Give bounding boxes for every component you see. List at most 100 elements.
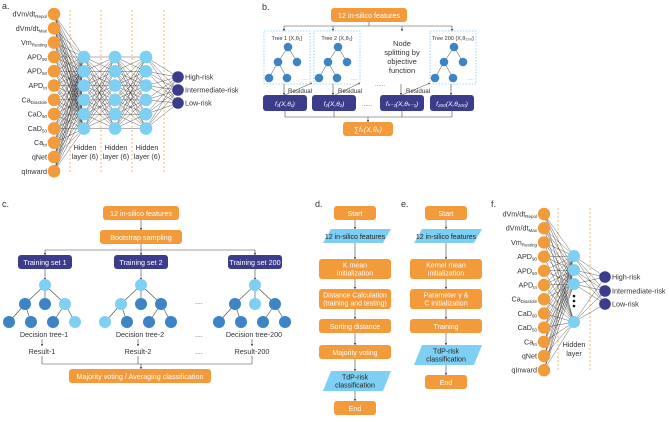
edge xyxy=(53,56,85,100)
input-label-subscript: Resting xyxy=(32,43,48,48)
terminal-box xyxy=(425,206,467,220)
input-label: qInward xyxy=(511,366,537,375)
decision-tree-node xyxy=(249,298,261,310)
hidden-node xyxy=(568,264,580,276)
input-label-main: Ca xyxy=(524,337,533,346)
terminal-box xyxy=(425,375,467,389)
decision-tree-node xyxy=(39,279,51,291)
edge xyxy=(53,28,85,58)
input-node xyxy=(537,349,551,363)
output-label: High-risk xyxy=(612,273,641,282)
step-label: Training xyxy=(433,324,458,331)
hidden-node xyxy=(139,79,153,92)
bootstrap-box xyxy=(100,230,182,244)
tree-node xyxy=(342,57,352,67)
decision-tree-node xyxy=(69,316,81,328)
step-label: 12 in-silico features xyxy=(416,234,477,241)
edge xyxy=(543,321,575,357)
hidden-layer-label: layer xyxy=(566,349,582,358)
input-label: dVm/dtMax xyxy=(506,224,538,234)
input-node xyxy=(47,93,61,107)
input-label-main: Ca xyxy=(512,295,521,304)
hidden-node xyxy=(139,50,153,64)
input-label: APD90 xyxy=(517,252,537,262)
tree-node xyxy=(448,73,458,83)
edge xyxy=(53,114,85,172)
input-label-subscript: tri xyxy=(43,143,47,148)
input-label-subscript: 90 xyxy=(532,313,538,318)
input-label: qNet xyxy=(32,153,47,162)
features-box-label: 12 in-silico features xyxy=(338,11,400,20)
hidden-node xyxy=(568,250,580,262)
hidden-layer-label: Hidden xyxy=(563,340,586,349)
ellipsis-dots: .... xyxy=(195,299,203,306)
tree-node xyxy=(323,57,333,67)
input-label: APD50 xyxy=(27,67,47,77)
step-label: Sorting distance xyxy=(330,324,380,331)
input-label: VmResting xyxy=(511,238,538,248)
step-label: 12 in-silico features xyxy=(325,234,386,241)
input-label-subscript: Diastole xyxy=(521,299,538,304)
input-label: qInward xyxy=(21,167,47,176)
output-label: Intermediate-risk xyxy=(185,86,239,95)
input-node xyxy=(47,122,61,135)
function-box xyxy=(380,95,424,111)
node-splitting-label: function xyxy=(389,66,415,75)
step-label: Kernel mean xyxy=(426,263,466,270)
input-label-subscript: Diastole xyxy=(31,100,48,105)
sum-label: ∑fₖ(X,θₖ) xyxy=(354,127,382,134)
sum-box xyxy=(343,122,393,136)
input-label-main: APD xyxy=(27,67,42,76)
step-label: End xyxy=(440,380,453,387)
step-label: classification xyxy=(426,357,466,364)
edge xyxy=(145,102,179,129)
input-label-main: Vm xyxy=(511,238,522,247)
tree-node xyxy=(264,73,274,83)
edge xyxy=(83,56,116,115)
residual-label: Residual xyxy=(288,88,312,95)
input-label: APD90 xyxy=(27,52,47,62)
input-node xyxy=(47,64,61,78)
input-label-main: APD xyxy=(517,266,532,275)
edge xyxy=(145,76,179,115)
output-node xyxy=(172,84,184,96)
input-label: dVm/dtRepol xyxy=(502,210,537,220)
input-node xyxy=(537,207,551,221)
input-node xyxy=(47,79,61,92)
output-node xyxy=(599,298,611,310)
input-node xyxy=(537,236,551,249)
edge xyxy=(114,85,147,129)
edge xyxy=(83,56,116,86)
input-label: dVm/dtMax xyxy=(16,24,48,34)
edge xyxy=(543,321,575,371)
result-label: Result-2 xyxy=(125,347,152,356)
input-label-main: CaD xyxy=(518,309,532,318)
edge xyxy=(145,76,179,101)
terminal-box xyxy=(334,401,376,415)
ellipsis: ..... xyxy=(351,76,358,82)
panel-letter: a. xyxy=(2,1,10,11)
function-box xyxy=(312,95,356,111)
tree-box xyxy=(313,30,361,85)
hidden-layer-label: Hidden xyxy=(74,143,97,152)
input-label-subscript: Repol xyxy=(35,14,47,19)
edge xyxy=(83,85,116,129)
edge xyxy=(543,255,575,371)
step-label: Parameter γ & xyxy=(424,293,469,300)
edge xyxy=(53,56,85,172)
input-label-main: APD xyxy=(518,281,533,290)
edge xyxy=(543,213,575,323)
residual-arrow xyxy=(284,82,313,96)
decision-tree-node xyxy=(135,298,147,310)
input-node xyxy=(47,136,61,149)
residual-arrow xyxy=(401,82,431,96)
step-label: TdP-risk xyxy=(433,349,460,356)
input-label-main: qInward xyxy=(511,366,537,375)
node-splitting-label: objective xyxy=(387,57,417,66)
panel-a-deep-neural-network: a.dVm/dtRepoldVm/dtMaxVmRestingAPD90APD5… xyxy=(2,1,239,178)
tree-node xyxy=(283,42,293,52)
output-node xyxy=(599,285,611,297)
majority-voting-label: Majority voting / Averaging classificati… xyxy=(77,372,204,381)
